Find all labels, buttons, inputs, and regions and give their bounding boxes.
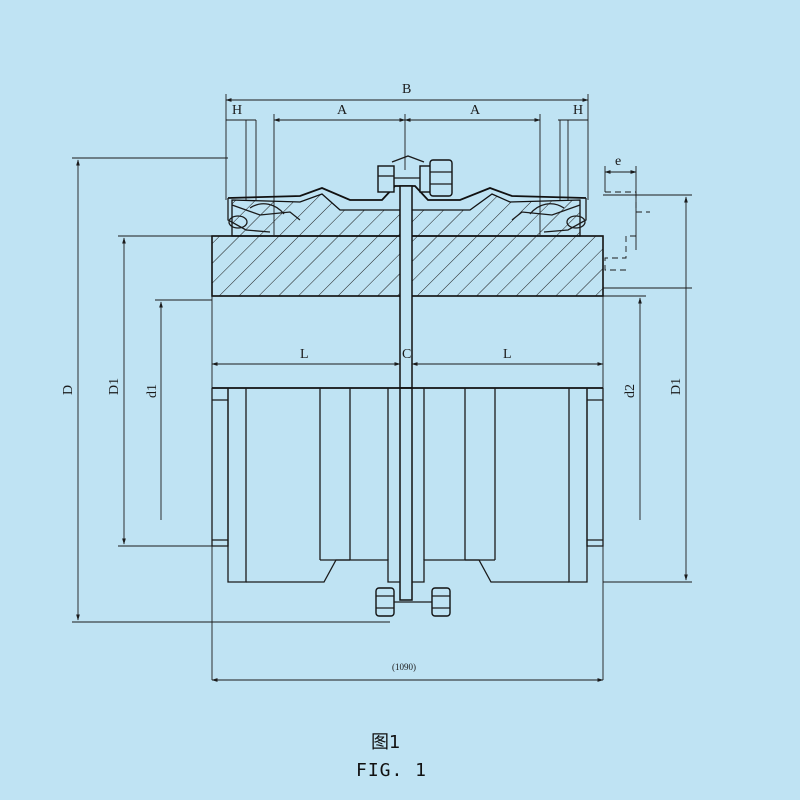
label-c: C — [402, 347, 411, 362]
dimension-h-a: H A A H — [226, 103, 588, 235]
dimension-b: B — [225, 82, 589, 200]
dimension-e: e — [604, 154, 650, 271]
caption-en: FIG. 1 — [356, 760, 427, 781]
label-d1-right: D1 — [669, 378, 684, 395]
dimension-overall: (1090) — [211, 662, 604, 682]
label-a-left: A — [337, 103, 348, 118]
label-h-left: H — [232, 103, 242, 118]
label-b: B — [402, 82, 411, 97]
bottom-bolt — [375, 587, 451, 617]
dimension-d2-bore: d2 — [603, 295, 646, 520]
label-a-right: A — [470, 103, 481, 118]
label-d2-bore: d2 — [623, 384, 638, 398]
lower-half-view — [211, 388, 604, 583]
dimension-d1-right: D1 — [603, 194, 692, 583]
label-l-left: L — [300, 347, 309, 362]
label-d: D — [61, 385, 76, 395]
center-spacer — [399, 185, 413, 601]
label-l-right: L — [503, 347, 512, 362]
dimension-d: D — [61, 157, 390, 623]
caption-cn: 图1 — [371, 732, 400, 753]
label-d1-bore: d1 — [145, 384, 160, 398]
label-overall: (1090) — [392, 662, 416, 672]
label-e: e — [615, 154, 621, 169]
label-h-right: H — [573, 103, 583, 118]
top-bolt — [377, 155, 453, 197]
dimension-d1-left: D1 — [107, 235, 212, 547]
dimension-d1-bore: d1 — [145, 299, 212, 520]
label-d1-left: D1 — [107, 378, 122, 395]
